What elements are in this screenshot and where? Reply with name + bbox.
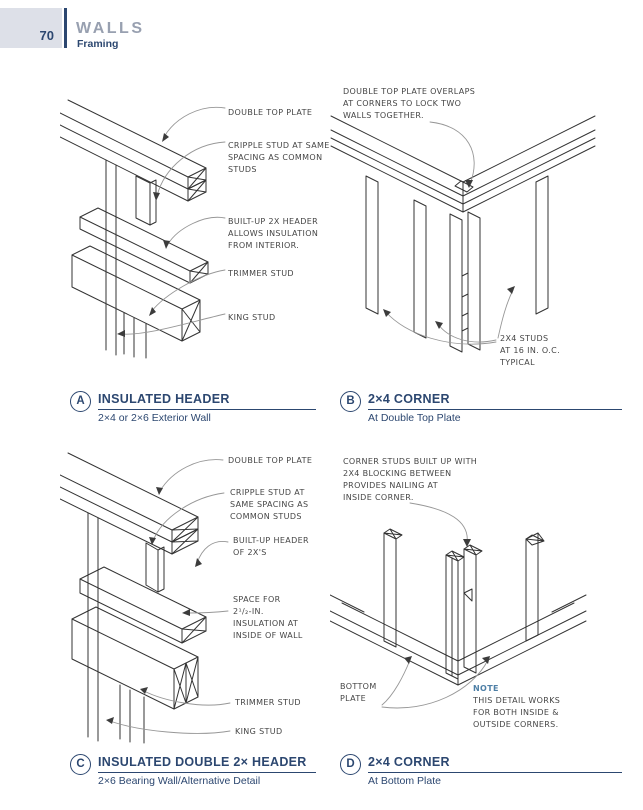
callout-note-text-d: THIS DETAIL WORKS FOR BOTH INSIDE & OUTS… xyxy=(473,696,561,729)
figure-a-caption: A INSULATED HEADER 2×4 or 2×6 Exterior W… xyxy=(70,390,316,424)
figure-c-letter: C xyxy=(70,754,91,775)
section-subtitle: Framing xyxy=(77,38,119,50)
figure-d-drawing xyxy=(330,502,587,709)
figure-b-caption: B 2×4 CORNER At Double Top Plate xyxy=(340,390,622,424)
figure-c-title-rule: INSULATED DOUBLE 2× HEADER xyxy=(98,753,316,773)
figure-a-letter: A xyxy=(70,391,91,412)
figure-d-title: 2×4 CORNER xyxy=(368,755,450,769)
figure-b-drawing xyxy=(330,115,596,353)
callout-note-label-d: NOTE xyxy=(473,684,499,693)
callout-insulation-space-c: SPACE FOR 2¹/₂-IN. INSULATION AT INSIDE … xyxy=(233,595,303,640)
figure-a-title-rule: INSULATED HEADER xyxy=(98,390,316,410)
figure-c-subtitle: 2×6 Bearing Wall/Alternative Detail xyxy=(98,775,261,787)
callout-built-up-header-a: BUILT-UP 2X HEADER ALLOWS INSULATION FRO… xyxy=(228,217,319,250)
callout-cripple-stud-a: CRIPPLE STUD AT SAME SPACING AS COMMON S… xyxy=(228,141,330,174)
figure-c-caption: C INSULATED DOUBLE 2× HEADER 2×6 Bearing… xyxy=(70,753,316,787)
callout-double-top-plate-c: DOUBLE TOP PLATE xyxy=(228,456,313,465)
figure-a-drawing xyxy=(60,99,226,359)
callout-bottom-plate-d: BOTTOM PLATE xyxy=(340,682,377,703)
page-number: 70 xyxy=(39,28,54,43)
page-number-box: 70 xyxy=(0,8,62,48)
figure-c-title: INSULATED DOUBLE 2× HEADER xyxy=(98,755,307,769)
callout-studs-16-oc-b: 2X4 STUDS AT 16 IN. O.C. TYPICAL xyxy=(500,334,560,367)
callout-top-plate-overlap-b: DOUBLE TOP PLATE OVERLAPS AT CORNERS TO … xyxy=(343,87,476,120)
callout-trimmer-stud-a: TRIMMER STUD xyxy=(228,269,294,278)
figure-b-title: 2×4 CORNER xyxy=(368,392,450,406)
figure-b-title-rule: 2×4 CORNER xyxy=(368,390,622,410)
callout-corner-studs-d: CORNER STUDS BUILT UP WITH 2X4 BLOCKING … xyxy=(343,457,478,502)
callout-king-stud-c: KING STUD xyxy=(235,727,283,736)
section-title: WALLS xyxy=(76,20,145,37)
figure-b-letter: B xyxy=(340,391,361,412)
figure-a-subtitle: 2×4 or 2×6 Exterior Wall xyxy=(98,412,211,424)
callout-cripple-stud-c: CRIPPLE STUD AT SAME SPACING AS COMMON S… xyxy=(230,488,309,521)
callout-trimmer-stud-c: TRIMMER STUD xyxy=(235,698,301,707)
callout-king-stud-a: KING STUD xyxy=(228,313,276,322)
figure-d-title-rule: 2×4 CORNER xyxy=(368,753,622,773)
header-divider xyxy=(64,8,67,48)
figure-d-letter: D xyxy=(340,754,361,775)
callout-built-up-header-c: BUILT-UP HEADER OF 2X'S xyxy=(233,536,309,557)
figure-c-drawing xyxy=(60,452,231,744)
figure-d-subtitle: At Bottom Plate xyxy=(368,775,441,787)
figure-d-caption: D 2×4 CORNER At Bottom Plate xyxy=(340,753,622,787)
figure-b-subtitle: At Double Top Plate xyxy=(368,412,461,424)
callout-double-top-plate-a: DOUBLE TOP PLATE xyxy=(228,108,313,117)
figure-a-title: INSULATED HEADER xyxy=(98,392,230,406)
